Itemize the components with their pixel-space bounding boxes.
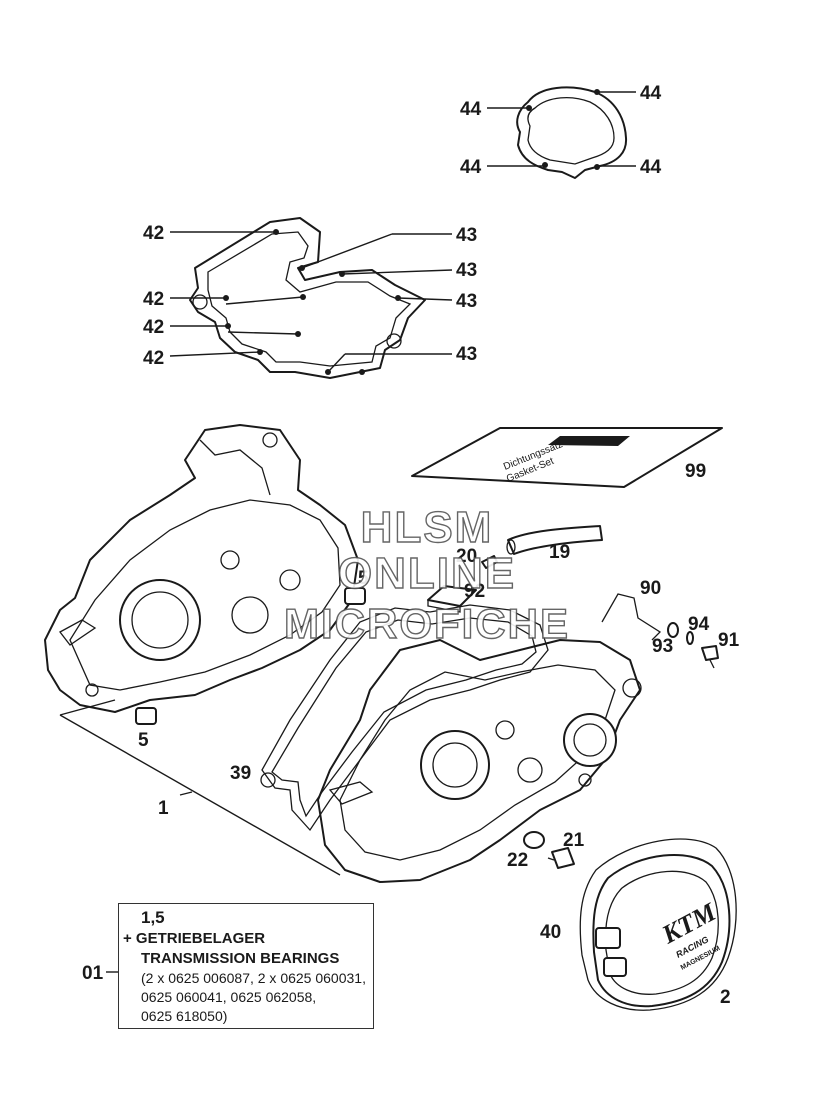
callout-99: 99 <box>685 461 706 482</box>
callout-43-d: 43 <box>456 344 477 365</box>
callout-91: 91 <box>718 630 740 651</box>
bracket-90 <box>601 593 662 641</box>
note-title-de: + GETRIEBELAGER <box>123 930 266 947</box>
callout-43-c: 43 <box>456 291 477 312</box>
callout-22: 22 <box>507 850 528 871</box>
watermark-line-2: ONLINE <box>338 549 516 598</box>
callout-44-b: 44 <box>640 83 662 104</box>
filter-92 <box>427 585 477 613</box>
callout-39: 39 <box>230 763 251 784</box>
gasket-44 <box>516 86 628 179</box>
callout-94: 94 <box>688 614 710 635</box>
watermark-line-3: MICROFICHE <box>284 600 570 647</box>
gasket-39 <box>260 604 549 832</box>
callout-90: 90 <box>640 578 661 599</box>
callout-42-b: 42 <box>143 289 164 310</box>
callout-42-a: 42 <box>143 223 164 244</box>
callout-40: 40 <box>540 922 561 943</box>
leader-lines-44 <box>487 91 636 167</box>
fitting-20 <box>481 555 498 569</box>
dowel-5-b <box>135 707 157 725</box>
callout-93: 93 <box>652 636 673 657</box>
callout-44-a: 44 <box>460 99 482 120</box>
leader-lines-1 <box>59 699 341 876</box>
callout-21: 21 <box>563 830 585 851</box>
callout-1: 1 <box>158 798 169 819</box>
callout-43-b: 43 <box>456 260 477 281</box>
note-title-en: TRANSMISSION BEARINGS <box>141 950 340 967</box>
callout-44-d: 44 <box>640 157 662 178</box>
drain-screw-21 <box>547 847 575 869</box>
leader-lines-42-43 <box>169 231 453 373</box>
callout-42-d: 42 <box>143 348 164 369</box>
note-ref-number: 01 <box>82 963 104 984</box>
washer-94 <box>686 631 694 645</box>
gasket-kit-card-99: Dichtungssatz Gasket-Set <box>411 427 723 488</box>
note-parts-line-3: 0625 618050) <box>141 1008 228 1024</box>
hose-19 <box>506 525 603 555</box>
callout-19: 19 <box>549 542 570 563</box>
seal-ring-22 <box>523 831 545 849</box>
callout-20: 20 <box>456 546 477 567</box>
note-parts-line-1: (2 x 0625 006087, 2 x 0625 060031, <box>141 970 366 986</box>
crankcase-left-half <box>44 424 359 713</box>
watermark-line-1: HLSM <box>361 503 494 552</box>
note-items: 1,5 <box>141 908 165 927</box>
dowel-5-a <box>344 587 366 605</box>
gasket-40 <box>579 838 737 1011</box>
screw-91 <box>701 645 719 669</box>
crankcase-right-half <box>317 639 642 883</box>
callout-5-a: 5 <box>358 568 369 589</box>
note-parts-line-2: 0625 060041, 0625 062058, <box>141 989 317 1005</box>
callout-2: 2 <box>720 987 731 1008</box>
note-box: 1,5 + GETRIEBELAGER TRANSMISSION BEARING… <box>118 903 374 1029</box>
callout-92: 92 <box>464 581 485 602</box>
callout-44-c: 44 <box>460 157 482 178</box>
watermark: HLSM ONLINE MICROFICHE <box>283 502 570 647</box>
washer-93 <box>667 622 679 638</box>
callout-5-b: 5 <box>138 730 149 751</box>
callout-43-a: 43 <box>456 225 477 246</box>
callout-42-c: 42 <box>143 317 164 338</box>
ignition-cover-2: KTM RACING MAGNESIUM <box>592 854 731 1008</box>
